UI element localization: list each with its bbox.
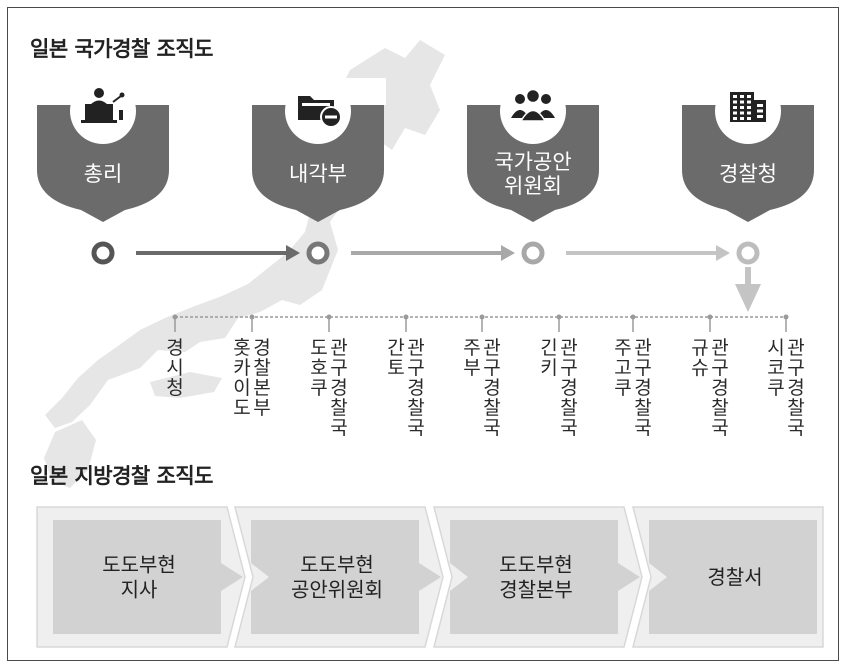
org-node-4: 경찰청 <box>680 72 816 222</box>
agency-tick-dot <box>707 314 713 320</box>
local-node-label: 도도부현 <box>102 553 176 577</box>
local-node-label: 지사 <box>121 578 158 602</box>
outer-frame <box>7 7 839 661</box>
local-chart-title: 일본 지방경찰 조직도 <box>30 464 214 488</box>
flow-node-ring <box>306 241 330 265</box>
agency-tick-dot <box>556 314 562 320</box>
org-node-1: 총리 <box>35 72 171 222</box>
local-node-label: 경찰본부 <box>499 578 573 602</box>
local-node-inner <box>251 520 441 634</box>
people-group-icon <box>511 88 555 122</box>
building-icon <box>730 92 766 122</box>
org-node-label: 경찰청 <box>719 162 777 186</box>
agency-bracket-group <box>172 314 789 332</box>
down-arrow-head <box>735 284 761 312</box>
agency-tick-dot <box>172 314 178 320</box>
folder-minus-icon <box>298 96 342 128</box>
org-node-2: 내각부 <box>250 72 386 222</box>
flow-node-ring <box>521 241 545 265</box>
org-node-pin <box>682 105 814 222</box>
org-node-label: 위원회 <box>504 174 562 198</box>
flow-arrow-head <box>501 245 515 261</box>
local-node-4: 경찰서 <box>632 506 824 648</box>
local-node-inner <box>53 520 243 634</box>
local-node-label: 도도부현 <box>499 553 573 577</box>
local-node-inner <box>649 520 817 634</box>
national-flow-group <box>91 241 761 312</box>
org-node-label: 국가공안 <box>494 150 571 174</box>
agency-tick-dot <box>403 314 409 320</box>
local-node-label: 경찰서 <box>707 565 762 589</box>
local-node-inner <box>450 520 640 634</box>
org-node-pin <box>252 105 384 222</box>
org-node-pin <box>467 105 599 222</box>
org-node-pin <box>37 105 169 222</box>
flow-arrow-head <box>716 245 730 261</box>
national-chart-title: 일본 국가경찰 조직도 <box>30 37 214 61</box>
local-node-label: 도도부현 <box>300 553 374 577</box>
agency-tick-dot <box>479 314 485 320</box>
agency-tick-dot <box>326 314 332 320</box>
agency-tick-dot <box>783 314 789 320</box>
flow-arrow-head <box>286 245 300 261</box>
down-arrow-shaft <box>745 267 751 287</box>
org-node-label: 내각부 <box>289 162 347 186</box>
agency-tick-dot <box>249 314 255 320</box>
org-node-label: 총리 <box>84 162 123 186</box>
flow-node-ring <box>736 241 760 265</box>
speaker-podium-icon <box>81 88 125 123</box>
shikoku-island <box>150 372 222 398</box>
kyushu-island <box>44 420 96 488</box>
flow-node-ring <box>91 241 115 265</box>
agency-tick-dot <box>630 314 636 320</box>
icon-badge-top <box>70 72 136 105</box>
local-node-label: 공안위원회 <box>291 578 383 602</box>
